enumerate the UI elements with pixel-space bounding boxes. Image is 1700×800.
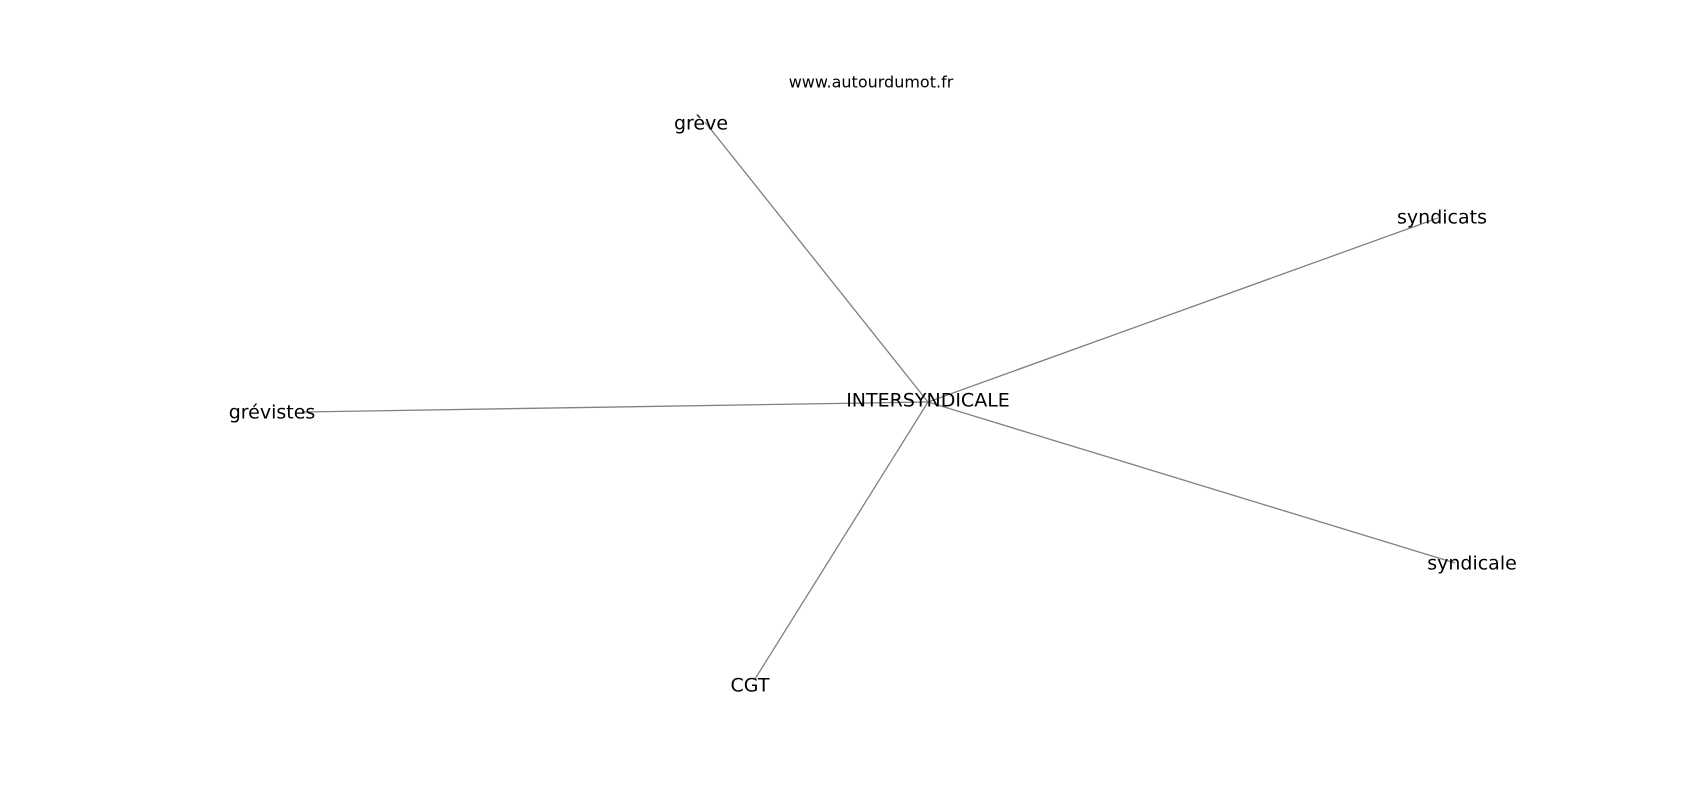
edge-syndicale bbox=[927, 401, 1456, 564]
edge-syndicats bbox=[927, 217, 1439, 403]
nodes: INTERSYNDICALE grève syndicats grévistes… bbox=[229, 113, 1517, 697]
node-syndicats[interactable]: syndicats bbox=[1397, 207, 1487, 229]
edge-grevistes bbox=[301, 401, 929, 413]
site-url: www.autourdumot.fr bbox=[789, 73, 954, 92]
node-syndicale[interactable]: syndicale bbox=[1427, 553, 1517, 575]
node-center[interactable]: INTERSYNDICALE bbox=[846, 390, 1010, 412]
node-greve[interactable]: grève bbox=[674, 113, 728, 135]
edge-greve bbox=[704, 121, 929, 403]
node-cgt[interactable]: CGT bbox=[731, 675, 770, 697]
node-grevistes[interactable]: grévistes bbox=[229, 402, 316, 424]
edge-cgt bbox=[754, 401, 929, 680]
edges bbox=[301, 121, 1456, 680]
